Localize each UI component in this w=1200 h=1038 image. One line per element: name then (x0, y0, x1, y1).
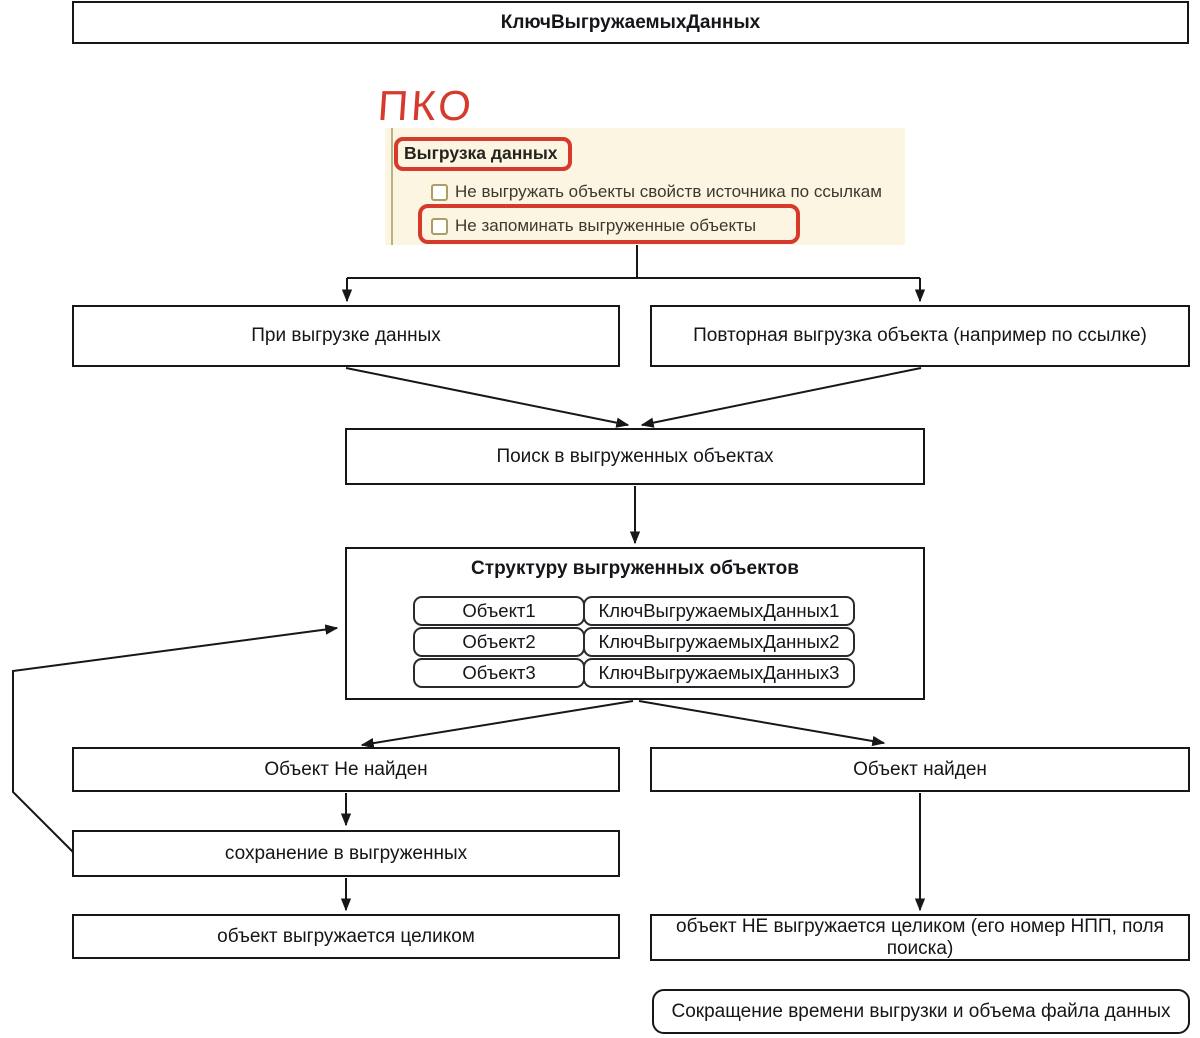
node-full-unload: объект выгружается целиком (72, 914, 620, 959)
checkbox-no-unload-by-refs[interactable] (431, 183, 448, 201)
node-save-in-unloaded: сохранение в выгруженных (72, 830, 620, 877)
highlight-outline (418, 204, 800, 244)
flowchart-title: КлючВыгружаемыхДанных (72, 1, 1189, 44)
checkbox-no-remember-label: Не запоминать выгруженные объекты (455, 216, 757, 235)
settings-panel: Выгрузка данных Не выгружать объекты сво… (385, 128, 905, 245)
node-when-unloading: При выгрузке данных (72, 305, 620, 367)
arrow-when-to-search (345, 367, 630, 428)
structure-cell-object: Объект3 (413, 658, 585, 688)
node-benefit: Сокращение времени выгрузки и объема фай… (652, 989, 1190, 1034)
arrow-save-loop-to-structure (12, 624, 339, 854)
node-repeat-unload: Повторная выгрузка объекта (например по … (650, 305, 1190, 367)
checkbox-no-unload-by-refs-label: Не выгружать объекты свойств источника п… (455, 182, 882, 201)
structure-cell-key: КлючВыгружаемыхДанных1 (583, 596, 855, 626)
node-not-found: Объект Не найден (72, 747, 620, 792)
node-search-in-unloaded: Поиск в выгруженных объектах (345, 428, 925, 485)
checkbox-no-remember[interactable] (431, 217, 448, 235)
panel-rule (391, 128, 393, 245)
structure-cell-key: КлючВыгружаемыхДанных2 (583, 627, 855, 657)
node-not-full-unload: объект НЕ выгружается целиком (его номер… (650, 914, 1190, 961)
checkbox-row-no-unload-by-refs: Не выгружать объекты свойств источника п… (431, 182, 882, 202)
group-title-unload-data: Выгрузка данных (394, 137, 572, 171)
arrow-structure-to-found (638, 700, 886, 747)
structure-cell-key: КлючВыгружаемыхДанных3 (583, 658, 855, 688)
arrow-repeat-to-search (640, 367, 922, 428)
structure-title: Структуру выгруженных объектов (471, 558, 799, 579)
pko-label: ПКО (376, 82, 476, 129)
arrow-structure-to-not-found (360, 700, 634, 749)
node-found: Объект найден (650, 747, 1190, 792)
checkbox-row-no-remember: Не запоминать выгруженные объекты (431, 216, 756, 236)
structure-cell-object: Объект2 (413, 627, 585, 657)
structure-cell-object: Объект1 (413, 596, 585, 626)
